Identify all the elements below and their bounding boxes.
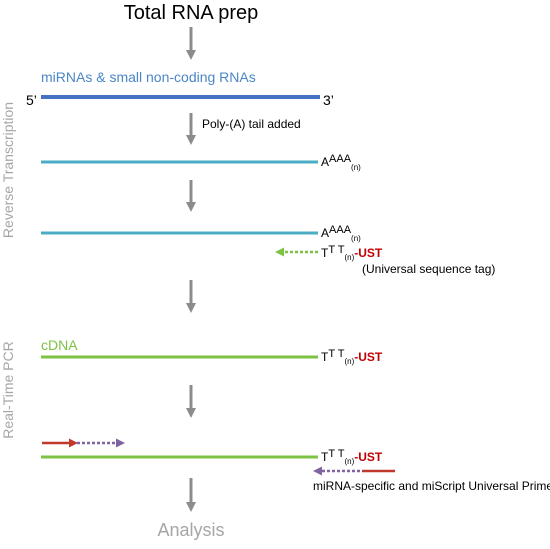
five-prime-label: 5’ [26,92,37,108]
primer-note: miRNA-specific and miScript Universal Pr… [313,479,550,493]
ust-tail-2: TT T(n)-UST [321,348,383,366]
diagram-title: Total RNA prep [124,2,259,24]
ust-tail-3-small: T T [328,448,344,460]
ust-tail-3-big: T [321,450,329,464]
ust-tag-2: -UST [354,350,383,364]
side-label-realtime-pcr: Real-Time PCR [0,341,16,439]
analysis-label: Analysis [157,520,224,540]
poly-a-tail-2-small: AAA [329,224,352,236]
ust-tag-1: -UST [354,246,383,260]
poly-a-tail-1-sub: (n) [351,163,361,172]
poly-a-tail-1-big: A [321,155,329,169]
ust-tail-1-sub: (n) [344,253,354,262]
ust-tail-1-small: T T [328,244,344,256]
ust-tail-2-small: T T [328,348,344,360]
ust-tail-3-sub: (n) [344,457,354,466]
ust-tail-2-sub: (n) [344,357,354,366]
ust-tail-1: TT T(n)-UST [321,244,383,262]
ust-tail-3: TT T(n)-UST [321,448,383,466]
poly-a-tail-1: AAAA(n) [321,153,361,172]
poly-a-tail-2-sub: (n) [351,234,361,243]
cdna-label: cDNA [41,337,78,353]
ust-tag-3: -UST [354,450,383,464]
poly-a-tail-2: AAAA(n) [321,224,361,243]
mirna-label: miRNAs & small non-coding RNAs [41,69,256,85]
poly-a-tail-2-big: A [321,226,329,240]
three-prime-label: 3’ [323,92,334,108]
ust-note: (Universal sequence tag) [362,262,495,276]
ust-tail-1-big: T [321,246,329,260]
ust-tail-2-big: T [321,350,329,364]
poly-a-step-label: Poly-(A) tail added [202,117,301,131]
side-label-reverse-transcription: Reverse Transcription [0,102,16,238]
poly-a-tail-1-small: AAA [329,153,352,165]
